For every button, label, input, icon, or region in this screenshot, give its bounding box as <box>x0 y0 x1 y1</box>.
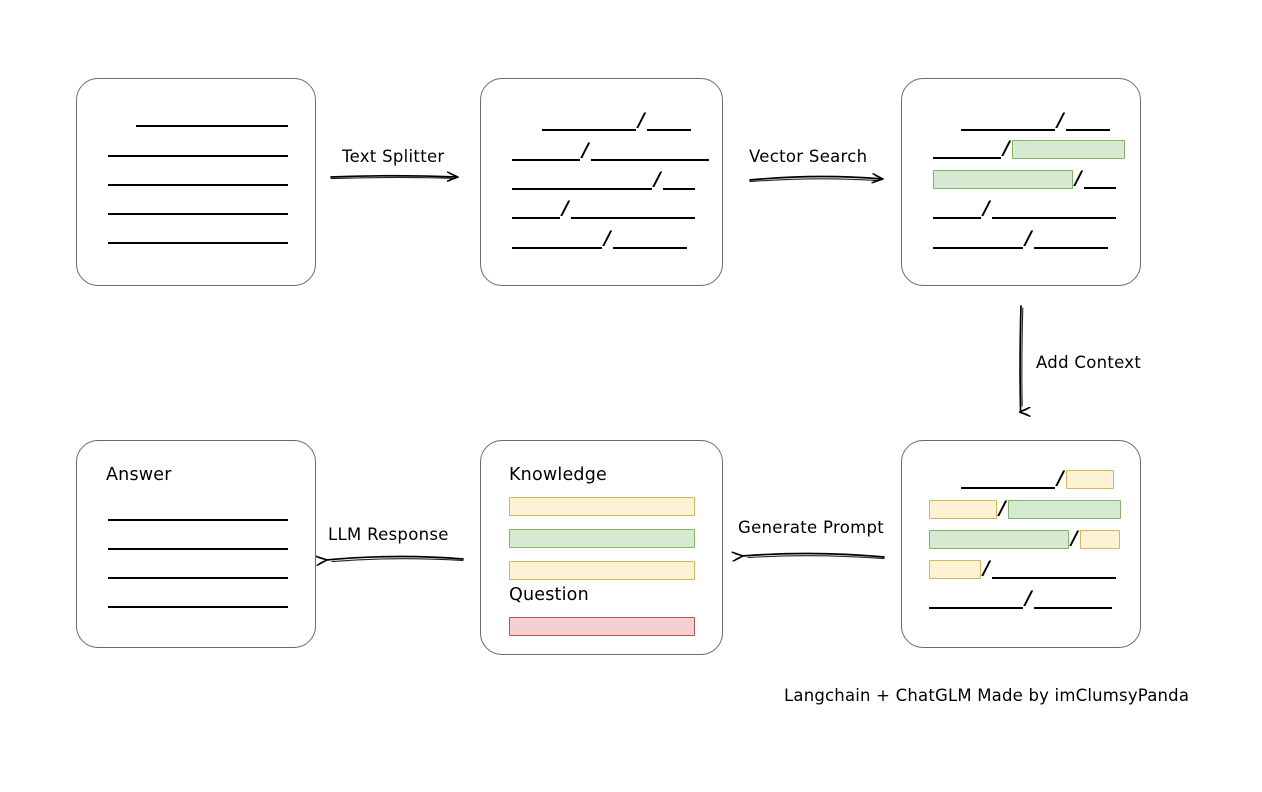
answer-line-1 <box>108 519 288 521</box>
source-line-1 <box>136 125 288 127</box>
separator-slash: / <box>562 197 569 219</box>
separator-slash: / <box>983 557 990 579</box>
vector-line-5: / <box>902 227 1140 249</box>
segment-right <box>991 563 1116 579</box>
segment-right <box>991 203 1116 219</box>
segment-left-highlight-yellow <box>929 560 981 579</box>
segment-left <box>961 473 1055 489</box>
segment-left <box>512 174 652 190</box>
knowledge-bar-2 <box>509 529 695 548</box>
separator-slash: / <box>999 497 1006 519</box>
context-line-3: / <box>902 527 1140 549</box>
answer-label: Answer <box>106 465 172 485</box>
separator-slash: / <box>983 197 990 219</box>
source-line-3 <box>108 184 288 186</box>
question-bar-1 <box>509 617 695 636</box>
separator-slash: / <box>638 109 645 131</box>
node-answer[interactable]: Answer <box>76 440 316 648</box>
segment-left <box>933 233 1023 249</box>
node-prompt[interactable]: Knowledge Question <box>480 440 723 655</box>
edge-label-text-splitter: Text Splitter <box>342 147 445 166</box>
edge-label-generate-prompt: Generate Prompt <box>738 518 884 537</box>
split-line-2: / <box>481 139 722 161</box>
knowledge-bar-1 <box>509 497 695 516</box>
context-line-1: / <box>902 467 1140 489</box>
separator-slash: / <box>604 227 611 249</box>
node-split-document[interactable]: / / / / / <box>480 78 723 286</box>
segment-left <box>512 203 560 219</box>
segment-right <box>1083 173 1116 189</box>
segment-left <box>512 233 602 249</box>
segment-left <box>512 145 580 161</box>
arrow-generate-prompt <box>742 553 885 558</box>
answer-line-4 <box>108 606 288 608</box>
context-line-2: / <box>902 497 1140 519</box>
split-line-5: / <box>481 227 722 249</box>
context-line-4: / <box>902 557 1140 579</box>
node-source-document[interactable] <box>76 78 316 286</box>
segment-left <box>933 203 981 219</box>
vector-line-3: / <box>902 167 1140 189</box>
context-line-5: / <box>902 587 1140 609</box>
segment-right <box>1033 593 1112 609</box>
separator-slash: / <box>1075 167 1082 189</box>
separator-slash: / <box>1003 137 1010 159</box>
segment-right <box>646 115 691 131</box>
segment-left-highlight-green <box>933 170 1073 189</box>
node-context-document[interactable]: / / / / / <box>901 440 1141 648</box>
separator-slash: / <box>1071 527 1078 549</box>
arrow-vector-search <box>749 176 882 181</box>
separator-slash: / <box>582 139 589 161</box>
segment-right <box>1033 233 1108 249</box>
split-line-3: / <box>481 168 722 190</box>
knowledge-label: Knowledge <box>509 465 607 485</box>
segment-right-highlight-green <box>1011 140 1125 159</box>
vector-line-4: / <box>902 197 1140 219</box>
vector-line-1: / <box>902 109 1140 131</box>
node-vector-matched-document[interactable]: / / / / / <box>901 78 1141 286</box>
edge-label-llm-response: LLM Response <box>328 525 449 544</box>
segment-left-highlight-yellow <box>929 500 997 519</box>
separator-slash: / <box>654 168 661 190</box>
answer-line-3 <box>108 577 288 579</box>
segment-right <box>612 233 687 249</box>
segment-left <box>542 115 636 131</box>
edge-label-add-context: Add Context <box>1036 353 1142 372</box>
source-line-5 <box>108 242 288 244</box>
question-label: Question <box>509 585 589 605</box>
split-line-4: / <box>481 197 722 219</box>
segment-right <box>1065 115 1110 131</box>
segment-right-highlight-yellow <box>1065 470 1114 489</box>
separator-slash: / <box>1057 467 1064 489</box>
split-line-1: / <box>481 109 722 131</box>
segment-right-highlight-yellow <box>1079 530 1120 549</box>
segment-left <box>929 593 1023 609</box>
segment-left <box>961 115 1055 131</box>
answer-line-2 <box>108 548 288 550</box>
footer-credit: Langchain + ChatGLM Made by imClumsyPand… <box>784 686 1190 705</box>
segment-right-highlight-green <box>1007 500 1121 519</box>
arrow-llm-response <box>326 556 464 561</box>
segment-right <box>590 145 709 161</box>
source-line-4 <box>108 213 288 215</box>
separator-slash: / <box>1057 109 1064 131</box>
knowledge-bar-3 <box>509 561 695 580</box>
segment-left <box>933 143 1001 159</box>
arrow-text-splitter <box>330 176 457 179</box>
separator-slash: / <box>1025 587 1032 609</box>
segment-right <box>662 174 695 190</box>
segment-left-highlight-green <box>929 530 1069 549</box>
edge-label-vector-search: Vector Search <box>749 147 868 166</box>
source-line-2 <box>108 155 288 157</box>
segment-right <box>570 203 695 219</box>
vector-line-2: / <box>902 137 1140 159</box>
arrow-add-context <box>1020 305 1023 412</box>
separator-slash: / <box>1025 227 1032 249</box>
